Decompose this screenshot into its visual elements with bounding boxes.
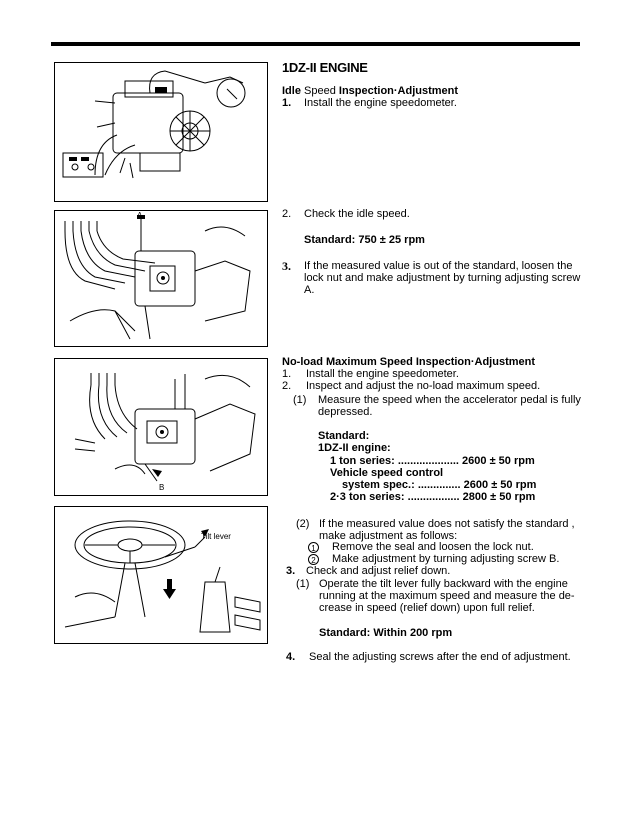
noload-standard-1ton: 1 ton series: .................... 2600 … (330, 455, 535, 467)
relief-sub1-line1: Operate the tilt lever fully backward wi… (319, 578, 568, 590)
final-step4-number: 4. (286, 651, 296, 663)
noload-standard-label: Standard: (318, 430, 370, 442)
idle-step1-number: 1. (282, 97, 292, 109)
noload-standard-system: system spec.: .............. 2600 ± 50 r… (342, 479, 537, 491)
idle-step3-line3: A. (304, 284, 315, 296)
noload-step-c2-text: Make adjustment by turning adjusting scr… (332, 553, 560, 565)
figure-label-a: A (137, 211, 143, 220)
idle-step2-number: 2. (282, 208, 292, 220)
injection-pump-illustration-b (74, 373, 256, 482)
engine-speedometer-illustration (62, 70, 246, 179)
noload-standard-engine: 1DZ-II engine: (318, 442, 391, 454)
noload-standard-vsc: Vehicle speed control (330, 467, 444, 479)
idle-step3-line1: If the measured value is out of the stan… (304, 260, 573, 272)
noload-step-c1-text: Remove the seal and loosen the lock nut. (332, 541, 534, 553)
noload-step2-text: Inspect and adjust the no-load maximum s… (306, 380, 541, 392)
noload-sub2-number: (2) (296, 518, 310, 530)
relief-standard: Standard: Within 200 rpm (319, 627, 453, 639)
idle-step3-number: 3. (282, 259, 291, 273)
figure-tilt-lever: Tilt lever (54, 506, 268, 644)
idle-standard: Standard: 750 ± 25 rpm (304, 234, 425, 246)
final-step4-text: Seal the adjusting screws after the end … (309, 651, 571, 663)
relief-sub1-line2: running at the maximum speed and measure… (319, 590, 575, 602)
relief-sub1-line3: crease in speed (relief down) upon full … (319, 602, 535, 614)
noload-step2-number: 2. (282, 380, 292, 392)
circled-number-1: 1 (308, 542, 319, 553)
section-heading: 1DZ-II ENGINE (282, 60, 368, 75)
noload-step1-text: Install the engine speedometer. (306, 368, 459, 380)
noload-sub1-number: (1) (293, 394, 307, 406)
idle-title-word3: Inspection·Adjustment (338, 85, 459, 97)
relief-sub1-number: (1) (296, 578, 310, 590)
noload-step-c2: 2 (308, 554, 319, 567)
injection-pump-illustration-a (64, 215, 251, 340)
figure-label-b: B (159, 483, 165, 492)
noload-sub2-line2: make adjustment as follows: (319, 530, 458, 542)
idle-step2-text: Check the idle speed. (304, 208, 410, 220)
noload-sub2-line1: If the measured value does not satisfy t… (319, 518, 575, 530)
noload-standard-23ton: 2·3 ton series: ................. 2800 ±… (330, 491, 536, 503)
figure-idle-adjust-screw: A (54, 210, 268, 347)
idle-step3-line2: lock nut and make adjustment by turning … (304, 272, 581, 284)
noload-sub1-line2: depressed. (318, 406, 373, 418)
idle-step1-text: Install the engine speedometer. (304, 97, 457, 109)
noload-step1-number: 1. (282, 368, 292, 380)
tilt-lever-illustration (64, 520, 261, 633)
figure-engine-speedometer (54, 62, 268, 202)
idle-title: Idle Speed Inspection·Adjustment (282, 85, 458, 98)
noload-sub1-line1: Measure the speed when the accelerator p… (318, 394, 581, 406)
circled-number-2: 2 (308, 554, 319, 565)
idle-title-word2: Speed (304, 85, 336, 97)
figure-noload-adjust-screw: B (54, 358, 268, 496)
top-rule (51, 42, 580, 46)
relief-step3-text: Check and adjust relief down. (306, 565, 451, 577)
idle-title-word1: Idle (282, 85, 301, 97)
noload-step-c1: 1 (308, 542, 319, 555)
figure-label-tilt-lever: Tilt lever (201, 532, 231, 541)
noload-title: No-load Maximum Speed Inspection·Adjustm… (282, 356, 536, 368)
relief-step3-number: 3. (286, 565, 296, 577)
